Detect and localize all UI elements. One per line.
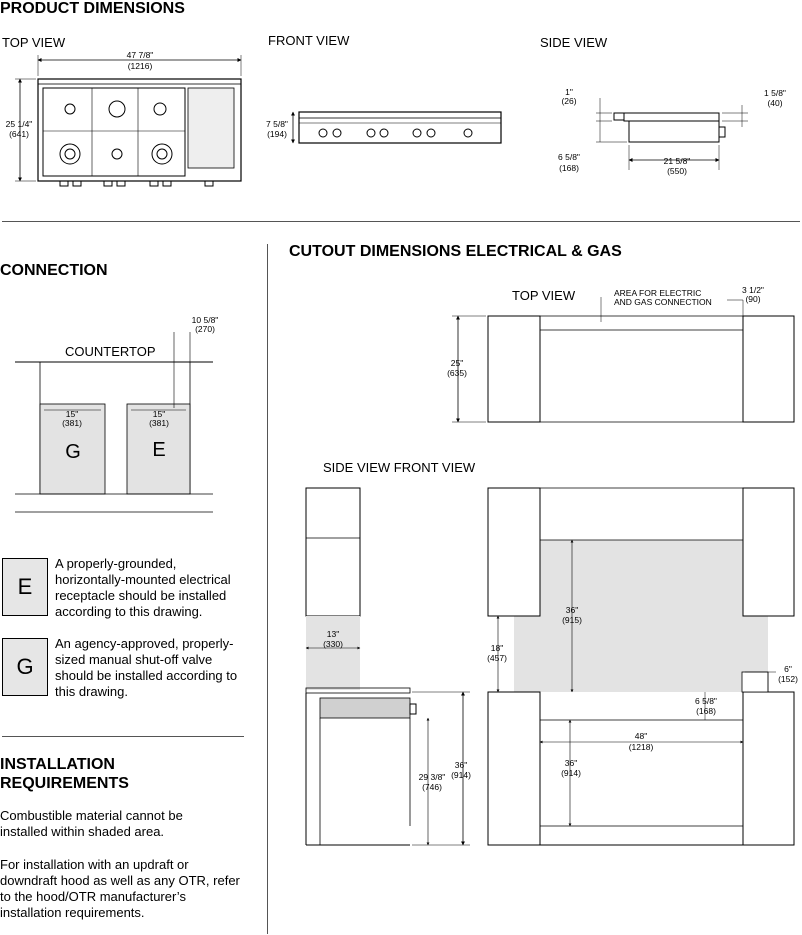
side-13-mm: (330) (323, 639, 343, 649)
cutout-side-view (305, 487, 470, 846)
cutout-top-view-label: TOP VIEW (512, 288, 576, 303)
top-width-dim: 47 7/8" (127, 50, 154, 60)
front-6-mm: (152) (778, 674, 798, 684)
cutout-heading: CUTOUT DIMENSIONS ELECTRICAL & GAS (289, 243, 622, 260)
front-658-mm: (168) (696, 706, 716, 716)
cutout-right-dim: 3 1/2" (742, 285, 764, 295)
side-29-mm: (746) (422, 782, 442, 792)
top-depth-mm: (641) (9, 129, 29, 139)
front-18-dim: 18" (491, 643, 503, 653)
side-front-view-label: SIDE VIEW FRONT VIEW (323, 460, 476, 475)
connection-offset-dim: 10 5/8" (192, 315, 219, 325)
connection-e-letter: E (152, 439, 165, 461)
front-658-dim: 6 5/8" (695, 696, 717, 706)
column-divider (267, 244, 268, 934)
front-36-bot-mm: (914) (561, 768, 581, 778)
side-29-dim: 29 3/8" (419, 772, 446, 782)
g-width-mm: (381) (62, 418, 82, 428)
e-width-mm: (381) (149, 418, 169, 428)
side-36-dim: 36" (455, 760, 467, 770)
cutout-depth-dim: 25" (451, 358, 463, 368)
connection-heading: CONNECTION (0, 262, 108, 279)
top-view-label: TOP VIEW (2, 35, 66, 50)
front-view-label: FRONT VIEW (268, 33, 350, 48)
side-top-dim: 1" (565, 87, 573, 97)
side-right-dim: 1 5/8" (764, 88, 786, 98)
g-width-dim: 15" (66, 409, 78, 419)
side-view-label: SIDE VIEW (540, 35, 608, 50)
legend-g-box: G (2, 638, 48, 696)
side-height-mm: (168) (559, 163, 579, 173)
top-depth-dim: 25 1/4" (6, 119, 33, 129)
cutout-top-view (452, 297, 795, 423)
section-divider (2, 221, 800, 222)
front-18-mm: (457) (487, 653, 507, 663)
legend-e-text: A properly-grounded, horizontally-mounte… (55, 556, 231, 619)
side-top-mm: (26) (561, 96, 576, 106)
area-label-line2: AND GAS CONNECTION (614, 297, 712, 307)
front-48-mm: (1218) (629, 742, 654, 752)
installation-divider (2, 736, 244, 737)
installation-p2: For installation with an updraft or down… (0, 857, 240, 920)
countertop-label: COUNTERTOP (65, 344, 156, 359)
product-side-view (596, 98, 748, 170)
connection-diagram (15, 332, 213, 513)
front-6-dim: 6" (784, 664, 792, 674)
front-48-dim: 48" (635, 731, 647, 741)
cutout-depth-mm: (635) (447, 368, 467, 378)
installation-p1: Combustible material cannot be installed… (0, 808, 183, 839)
side-36-mm: (914) (451, 770, 471, 780)
front-36-top-mm: (915) (562, 615, 582, 625)
legend-e-box: E (2, 558, 48, 616)
installation-heading: INSTALLATION REQUIREMENTS (0, 756, 129, 792)
top-width-mm: (1216) (128, 61, 153, 71)
cutout-front-view (487, 487, 795, 846)
front-36-top-dim: 36" (566, 605, 578, 615)
area-label-line1: AREA FOR ELECTRIC (614, 288, 701, 298)
cutout-right-mm: (90) (745, 294, 760, 304)
product-front-view (291, 111, 502, 144)
side-13-dim: 13" (327, 629, 339, 639)
e-width-dim: 15" (153, 409, 165, 419)
legend-g-text: An agency-approved, properly-sized manua… (55, 636, 238, 699)
front-height-mm: (194) (267, 129, 287, 139)
side-height-dim: 6 5/8" (558, 152, 580, 162)
product-dimensions-heading: PRODUCT DIMENSIONS (0, 0, 185, 17)
side-depth-dim: 21 5/8" (664, 156, 691, 166)
front-height-dim: 7 5/8" (266, 119, 288, 129)
product-top-view (15, 55, 242, 187)
side-depth-mm: (550) (667, 166, 687, 176)
connection-g-letter: G (65, 441, 81, 463)
front-36-bot-dim: 36" (565, 758, 577, 768)
connection-offset-mm: (270) (195, 324, 215, 334)
side-right-mm: (40) (767, 98, 782, 108)
